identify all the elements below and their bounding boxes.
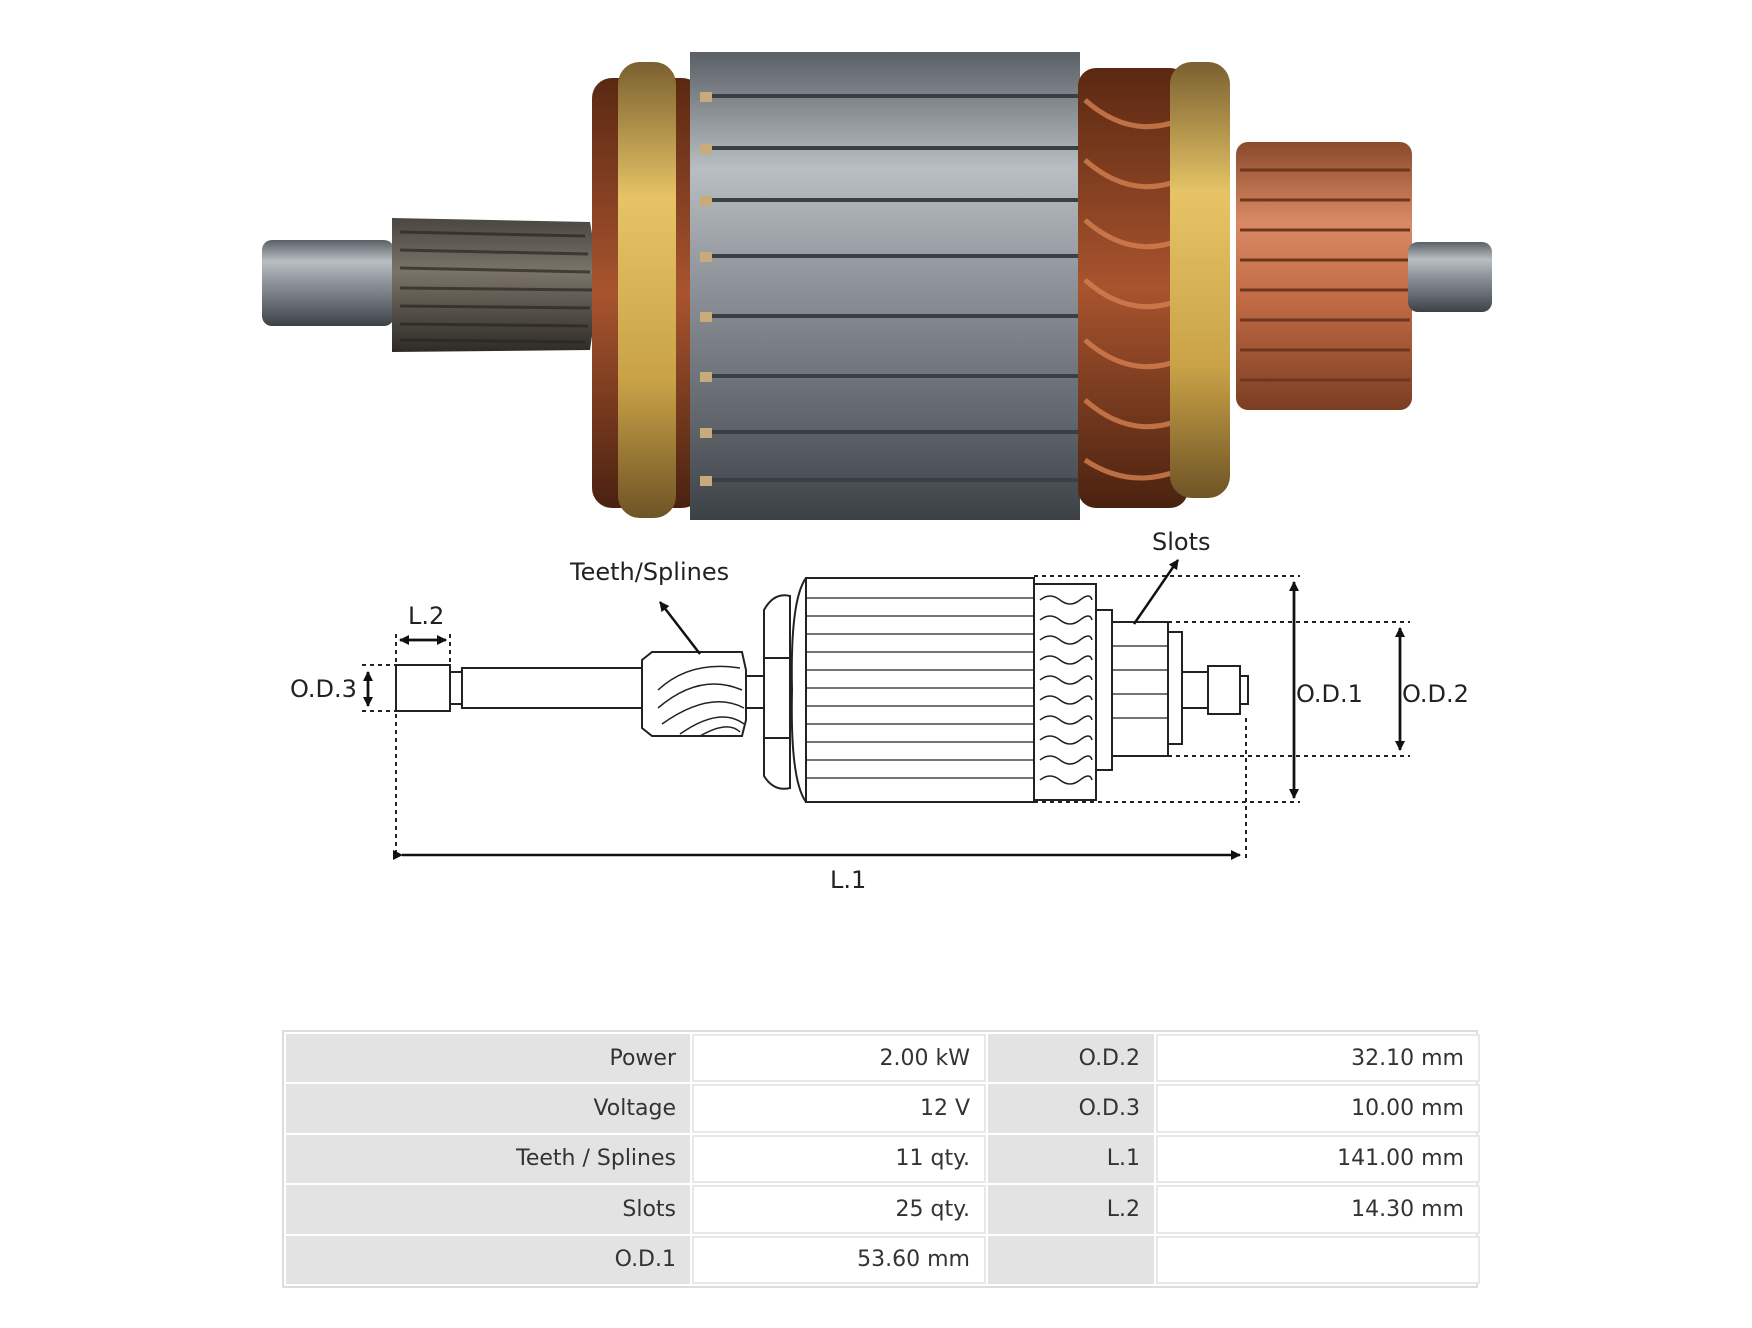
armature-photo bbox=[262, 52, 1492, 520]
spec-label: L.1 bbox=[988, 1134, 1154, 1184]
spec-value: 14.30 mm bbox=[1156, 1185, 1480, 1234]
od3-label: O.D.3 bbox=[290, 675, 357, 703]
spec-value: 32.10 mm bbox=[1156, 1034, 1480, 1083]
spec-label-empty bbox=[988, 1235, 1154, 1284]
slots-label: Slots bbox=[1152, 528, 1211, 556]
teeth-splines-label: Teeth/Splines bbox=[569, 558, 729, 586]
spec-value: 141.00 mm bbox=[1156, 1134, 1480, 1184]
l2-label: L.2 bbox=[408, 602, 444, 630]
spec-value: 25 qty. bbox=[692, 1185, 986, 1234]
spec-value: 12 V bbox=[692, 1084, 986, 1133]
dimension-diagram: Teeth/Splines Slots L.2 O.D.3 O.D.1 O.D.… bbox=[290, 528, 1469, 894]
drawing-shaft bbox=[461, 667, 643, 709]
spec-label: L.2 bbox=[988, 1185, 1154, 1234]
shaft-end-right bbox=[1408, 242, 1492, 312]
spec-value: 53.60 mm bbox=[692, 1235, 986, 1284]
spec-label: Teeth / Splines bbox=[286, 1134, 690, 1184]
drawing-core bbox=[805, 577, 1035, 803]
spec-label: O.D.2 bbox=[988, 1034, 1154, 1083]
windings-right bbox=[1078, 68, 1188, 508]
od2-label: O.D.2 bbox=[1402, 680, 1469, 708]
l1-label: L.1 bbox=[830, 866, 866, 894]
spec-label: Voltage bbox=[286, 1084, 690, 1133]
spec-label: O.D.3 bbox=[988, 1084, 1154, 1133]
drawing-commutator bbox=[1111, 621, 1169, 757]
insulator-ring-left bbox=[618, 62, 676, 518]
slots-pointer bbox=[1132, 559, 1180, 625]
teeth-pointer bbox=[659, 601, 701, 655]
od1-label: O.D.1 bbox=[1296, 680, 1363, 708]
drawing-shaft-tip bbox=[395, 664, 451, 712]
spec-label: Slots bbox=[286, 1185, 690, 1234]
spec-value: 11 qty. bbox=[692, 1134, 986, 1184]
armature-core bbox=[690, 52, 1080, 520]
commutator bbox=[1236, 142, 1412, 410]
insulator-ring-right bbox=[1170, 62, 1230, 498]
drawing-pinion bbox=[641, 651, 747, 737]
spec-value: 2.00 kW bbox=[692, 1034, 986, 1083]
spec-label: Power bbox=[286, 1034, 690, 1083]
shaft-end-left bbox=[262, 240, 394, 326]
spec-value-empty bbox=[1156, 1235, 1480, 1284]
spec-value: 10.00 mm bbox=[1156, 1084, 1480, 1133]
specifications-table: Power 2.00 kW O.D.2 32.10 mm Voltage 12 … bbox=[282, 1030, 1480, 1288]
spec-label: O.D.1 bbox=[286, 1235, 690, 1284]
